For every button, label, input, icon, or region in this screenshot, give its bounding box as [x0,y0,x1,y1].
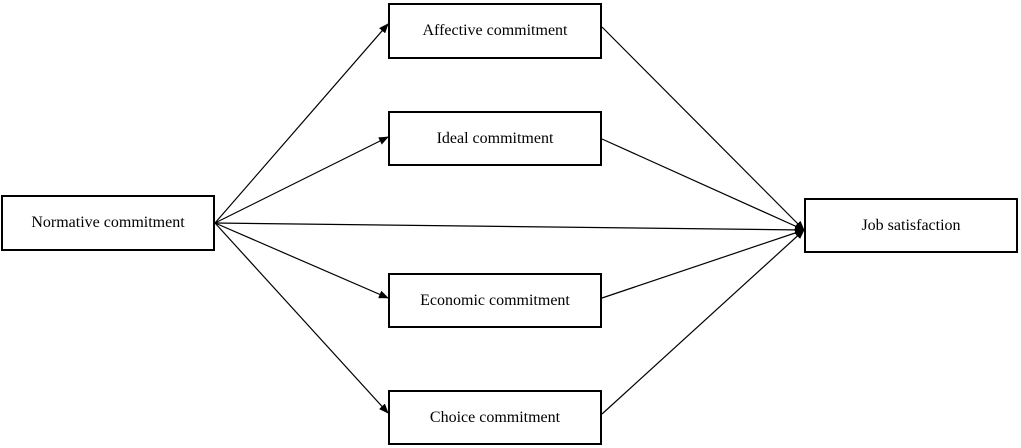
arrow-affective-to-job_satisfaction [601,26,805,231]
arrow-normative-to-job_satisfaction [214,222,805,234]
arrow-normative-to-choice [214,222,389,414]
arrow-economic-to-job_satisfaction [601,229,805,299]
node-ideal-commitment: Ideal commitment [388,111,602,166]
node-normative-commitment: Normative commitment [1,195,215,251]
arrow-normative-to-economic [214,222,389,299]
node-job-satisfaction: Job satisfaction [804,198,1018,253]
node-affective-commitment: Affective commitment [388,3,602,59]
arrow-normative-to-ideal [214,136,389,224]
arrow-ideal-to-job_satisfaction [601,138,805,231]
node-choice-commitment: Choice commitment [388,390,602,445]
node-economic-commitment: Economic commitment [388,273,602,328]
arrow-normative-to-affective [214,23,389,224]
arrow-choice-to-job_satisfaction [601,229,805,415]
